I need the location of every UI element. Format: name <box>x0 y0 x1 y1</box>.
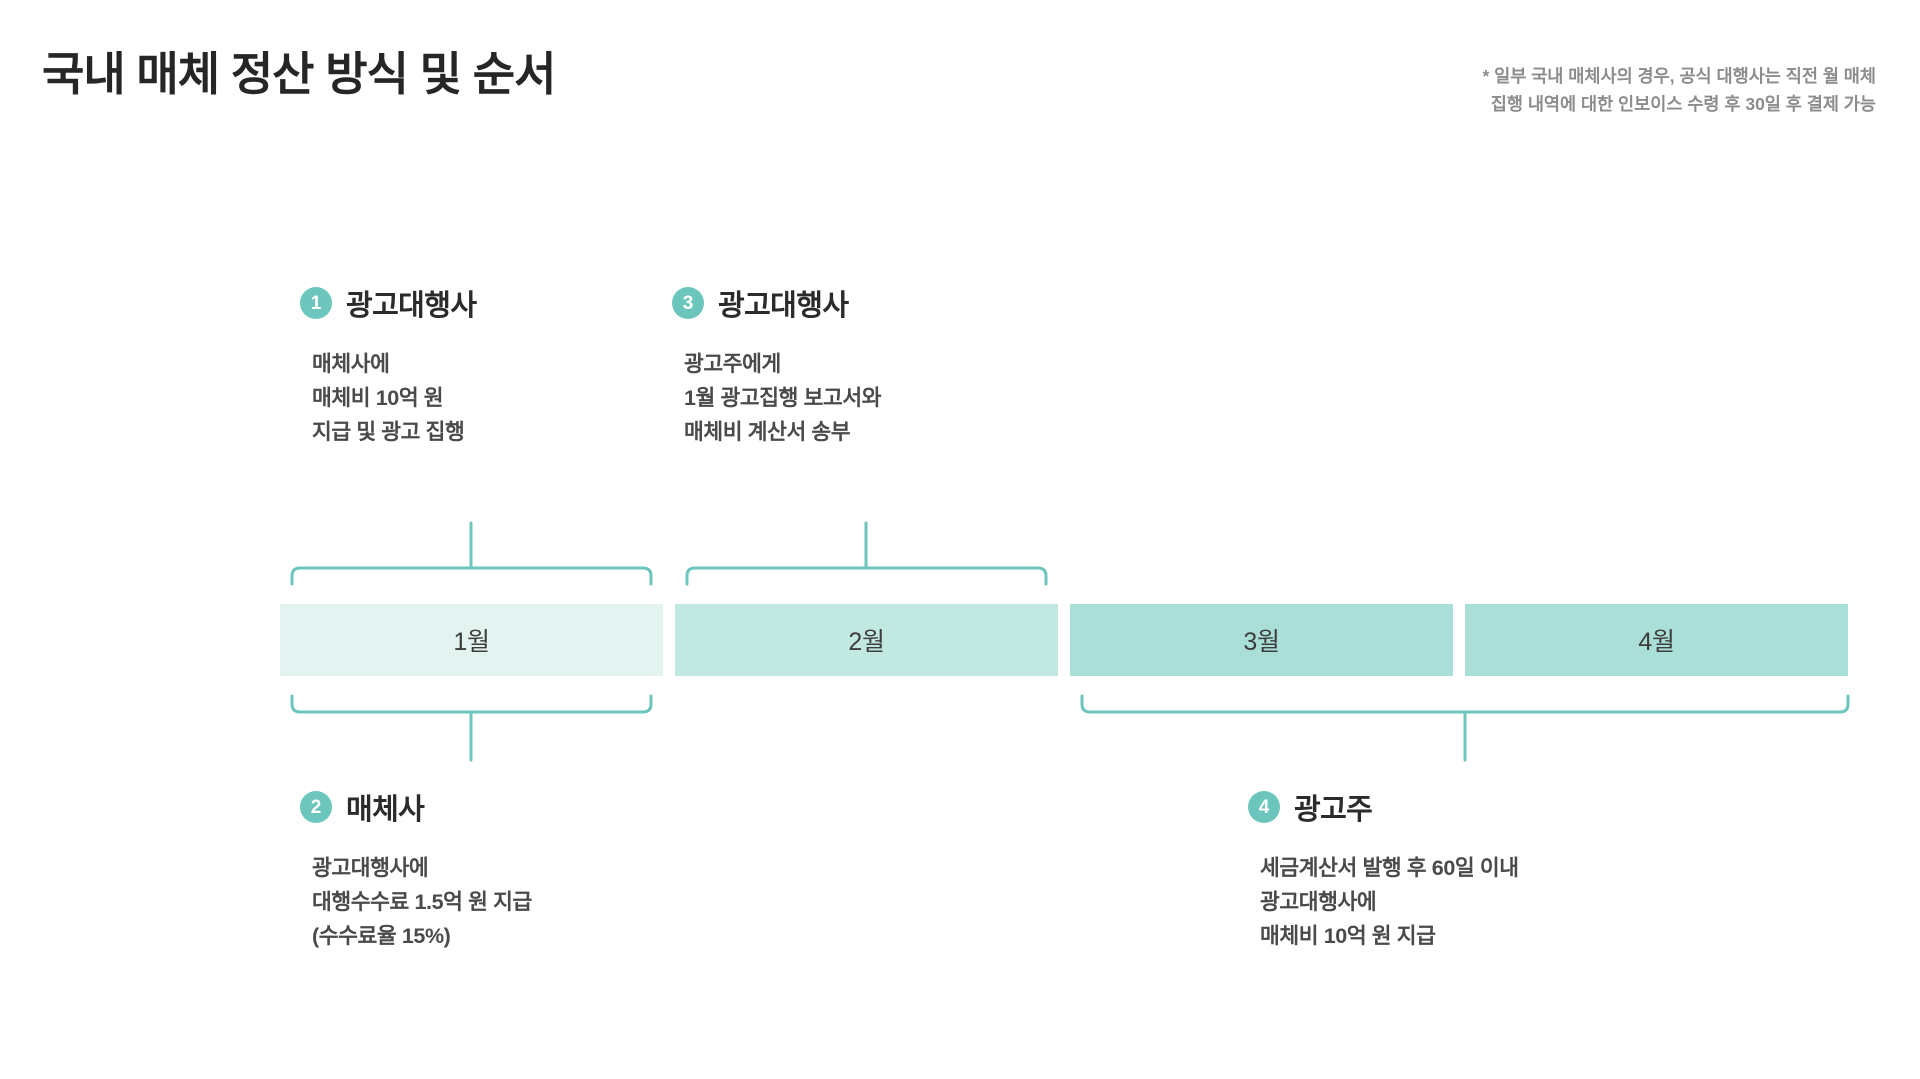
step-1-header: 1 광고대행사 <box>300 282 477 324</box>
footnote: * 일부 국내 매체사의 경우, 공식 대행사는 직전 월 매체 집행 내역에 … <box>1482 62 1876 119</box>
timeline-month-3[interactable]: 3월 <box>1070 604 1453 676</box>
timeline-month-2[interactable]: 2월 <box>675 604 1058 676</box>
step-2-number-badge: 2 <box>300 791 332 823</box>
step-2-body-line-2: 대행수수료 1.5억 원 지급 <box>312 889 532 914</box>
footnote-line-2: 집행 내역에 대한 인보이스 수령 후 30일 후 결제 가능 <box>1490 94 1876 115</box>
step-1-actor: 광고대행사 <box>346 290 477 322</box>
step-4-body-line-3: 매체비 10억 원 지급 <box>1260 923 1436 948</box>
timeline-month-3-label: 3월 <box>1243 628 1280 656</box>
step-4-actor: 광고주 <box>1294 794 1373 826</box>
bracket-step-2 <box>290 694 653 714</box>
page-title: 국내 매체 정산 방식 및 순서 <box>42 48 556 100</box>
step-4-body-line-1: 세금계산서 발행 후 60일 이내 <box>1260 856 1519 880</box>
step-4-number-badge: 4 <box>1248 791 1280 823</box>
step-3-body-line-2: 1월 광고집행 보고서와 <box>684 385 882 410</box>
bracket-step-1 <box>290 566 653 586</box>
step-2-header: 2 매체사 <box>300 786 532 828</box>
bracket-step-3 <box>685 566 1048 586</box>
step-3-body-line-3: 매체비 계산서 송부 <box>684 419 851 444</box>
step-3-body: 광고주에게 1월 광고집행 보고서와 매체비 계산서 송부 <box>684 348 882 450</box>
step-2: 2 매체사 광고대행사에 대행수수료 1.5억 원 지급 (수수료율 15%) <box>300 786 532 954</box>
step-2-body-line-3: (수수료율 15%) <box>312 923 451 948</box>
step-3: 3 광고대행사 광고주에게 1월 광고집행 보고서와 매체비 계산서 송부 <box>672 282 882 450</box>
bracket-step-4 <box>1080 694 1850 714</box>
timeline-month-2-label: 2월 <box>848 628 885 656</box>
step-4: 4 광고주 세금계산서 발행 후 60일 이내 광고대행사에 매체비 10억 원… <box>1248 786 1519 954</box>
step-1-number-badge: 1 <box>300 287 332 319</box>
step-1: 1 광고대행사 매체사에 매체비 10억 원 지급 및 광고 집행 <box>300 282 477 450</box>
timeline-month-1-label: 1월 <box>453 628 490 656</box>
timeline-month-4-label: 4월 <box>1638 628 1675 656</box>
step-4-body: 세금계산서 발행 후 60일 이내 광고대행사에 매체비 10억 원 지급 <box>1260 852 1519 954</box>
step-1-body-line-3: 지급 및 광고 집행 <box>312 419 465 444</box>
step-3-header: 3 광고대행사 <box>672 282 881 324</box>
step-4-body-line-2: 광고대행사에 <box>1260 889 1377 914</box>
step-3-number-badge: 3 <box>672 287 704 319</box>
step-3-body-line-1: 광고주에게 <box>684 352 781 376</box>
footnote-line-1: * 일부 국내 매체사의 경우, 공식 대행사는 직전 월 매체 <box>1482 66 1876 86</box>
step-3-actor: 광고대행사 <box>718 290 849 322</box>
step-2-body: 광고대행사에 대행수수료 1.5억 원 지급 (수수료율 15%) <box>312 852 532 954</box>
step-1-body-line-1: 매체사에 <box>312 352 390 376</box>
step-2-actor: 매체사 <box>346 794 425 826</box>
step-1-body-line-2: 매체비 10억 원 <box>312 385 444 410</box>
step-2-body-line-1: 광고대행사에 <box>312 856 429 880</box>
step-1-body: 매체사에 매체비 10억 원 지급 및 광고 집행 <box>312 348 476 450</box>
timeline-month-4[interactable]: 4월 <box>1465 604 1848 676</box>
timeline-month-1[interactable]: 1월 <box>280 604 663 676</box>
step-4-header: 4 광고주 <box>1248 786 1519 828</box>
